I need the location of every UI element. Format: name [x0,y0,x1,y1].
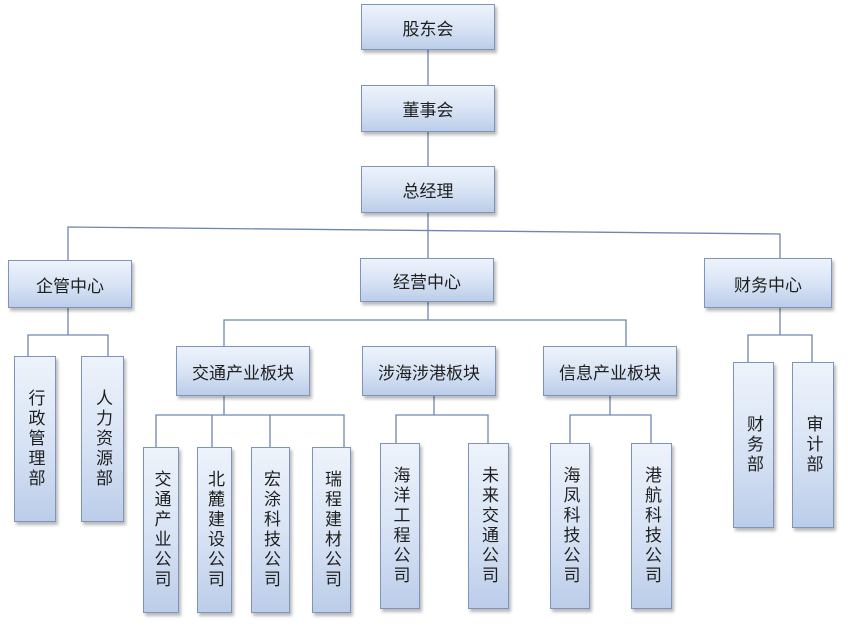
node-board: 董事会 [361,85,495,132]
node-haiyang-company: 海洋工程公司 [380,443,420,609]
node-hr-dept: 人力资源部 [81,356,124,522]
node-ganghang-company: 港航科技公司 [631,443,672,609]
node-transport-sector: 交通产业板块 [176,346,310,396]
node-ruicheng-company: 瑞程建材公司 [312,447,351,613]
node-admin-dept: 行政管理部 [14,356,56,522]
node-audit-dept: 审计部 [792,362,834,528]
node-sea-port-sector: 涉海涉港板块 [362,346,496,396]
node-finance-center: 财务中心 [704,258,832,308]
node-info-sector: 信息产业板块 [543,346,677,396]
node-enterprise-center: 企管中心 [8,260,132,308]
node-operations-center: 经营中心 [360,258,494,302]
node-beilu-company: 北麓建设公司 [197,447,232,613]
node-transport-company: 交通产业公司 [143,447,179,613]
node-finance-dept: 财务部 [733,362,774,528]
node-shareholders: 股东会 [361,4,495,50]
node-haifeng-company: 海凤科技公司 [550,443,590,609]
node-hongtu-company: 宏涂科技公司 [251,447,290,613]
node-general-manager: 总经理 [361,166,495,213]
node-future-company: 未来交通公司 [468,443,509,609]
